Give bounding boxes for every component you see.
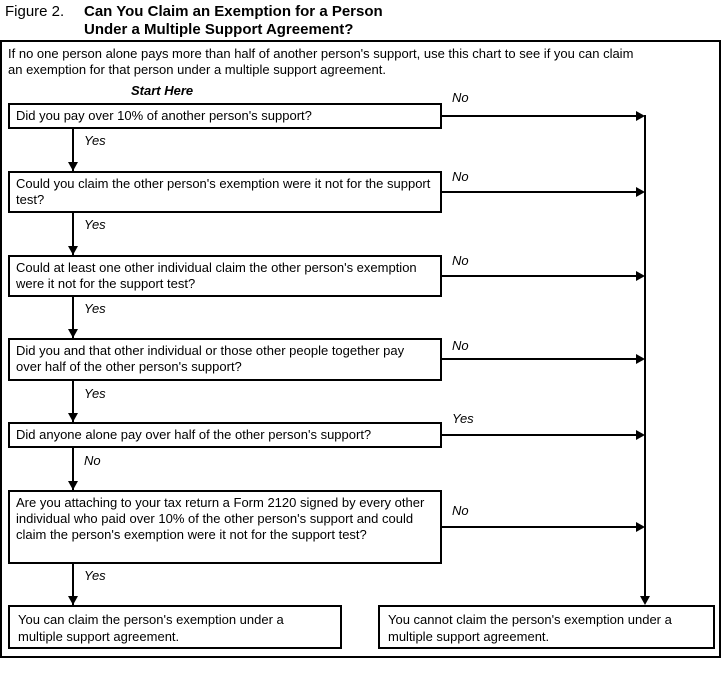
arrowhead-down-2 (68, 246, 78, 255)
outcome-cannot-claim: You cannot claim the person's exemption … (378, 605, 715, 649)
arrowhead-side-3 (636, 271, 645, 281)
arrowhead-side-6 (636, 522, 645, 532)
side-label-2: No (452, 169, 469, 184)
side-label-4: No (452, 338, 469, 353)
connector-down-3 (72, 297, 74, 338)
down-label-6: Yes (84, 568, 106, 583)
arrowhead-side-5 (636, 430, 645, 440)
arrowhead-down-1 (68, 162, 78, 171)
side-label-3: No (452, 253, 469, 268)
connector-down-4 (72, 381, 74, 422)
figure-title-line1: Can You Claim an Exemption for a Person (84, 3, 383, 20)
connector-down-5 (72, 448, 74, 490)
question-box-5: Did anyone alone pay over half of the ot… (8, 422, 442, 448)
arrowhead-side-2 (636, 187, 645, 197)
connector-down-1 (72, 129, 74, 171)
question-box-3: Could at least one other individual clai… (8, 255, 442, 297)
connector-down-2 (72, 213, 74, 255)
connector-side-3 (442, 275, 636, 277)
question-box-6: Are you attaching to your tax return a F… (8, 490, 442, 564)
figure-title-line2: Under a Multiple Support Agreement? (84, 21, 354, 38)
intro-line1: If no one person alone pays more than ha… (8, 46, 634, 61)
arrowhead-down-5 (68, 481, 78, 490)
collector-line (644, 115, 646, 596)
arrowhead-side-1 (636, 111, 645, 121)
side-label-5: Yes (452, 411, 474, 426)
connector-side-6 (442, 526, 636, 528)
connector-side-4 (442, 358, 636, 360)
down-label-2: Yes (84, 217, 106, 232)
connector-side-1 (442, 115, 636, 117)
figure-title: Can You Claim an Exemption for a Person … (84, 3, 383, 39)
down-label-5: No (84, 453, 101, 468)
arrowhead-down-6 (68, 596, 78, 605)
start-here-label: Start Here (131, 83, 194, 98)
question-box-4: Did you and that other individual or tho… (8, 338, 442, 381)
arrowhead-down-3 (68, 329, 78, 338)
figure-label: Figure 2. (5, 3, 65, 20)
question-box-2: Could you claim the other person's exemp… (8, 171, 442, 213)
intro-line2: an exemption for that person under a mul… (8, 62, 386, 77)
down-label-1: Yes (84, 133, 106, 148)
arrowhead-collector (640, 596, 650, 605)
connector-side-5 (442, 434, 636, 436)
question-box-1: Did you pay over 10% of another person's… (8, 103, 442, 129)
intro-text: If no one person alone pays more than ha… (8, 46, 715, 78)
connector-down-6 (72, 564, 74, 605)
down-label-3: Yes (84, 301, 106, 316)
side-label-1: No (452, 90, 469, 105)
side-label-6: No (452, 503, 469, 518)
arrowhead-down-4 (68, 413, 78, 422)
connector-side-2 (442, 191, 636, 193)
arrowhead-side-4 (636, 354, 645, 364)
outcome-can-claim: You can claim the person's exemption und… (8, 605, 342, 649)
down-label-4: Yes (84, 386, 106, 401)
